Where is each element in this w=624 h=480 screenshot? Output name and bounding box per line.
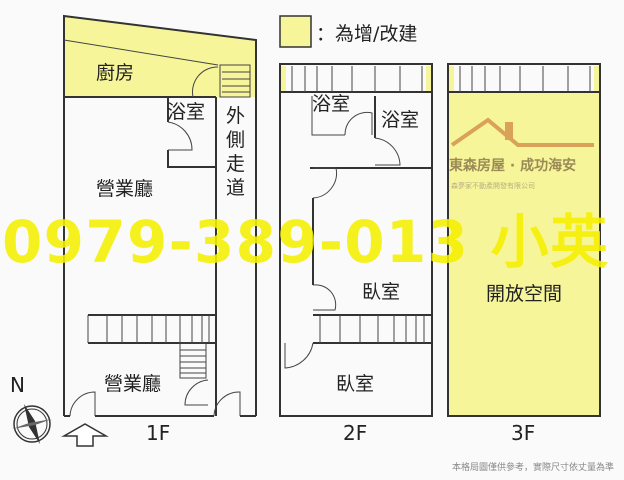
brand-text: 東森房屋 · 成功海安 <box>449 157 576 174</box>
room-bath-2f-2: 浴室 <box>381 109 419 131</box>
floor-label-3f: 3F <box>511 421 535 445</box>
room-kitchen: 廚房 <box>96 61 134 84</box>
company-text: 森夢家不動產開發有限公司 <box>451 181 535 190</box>
corridor-char: 側 <box>226 129 245 151</box>
legend-text: ：為增/改建 <box>316 23 417 45</box>
floor-label-1f: 1F <box>146 421 170 445</box>
room-bedroom-2f-2: 臥室 <box>336 373 374 395</box>
room-bath-1f: 浴室 <box>167 101 205 123</box>
entrance-arrow-icon <box>61 423 109 447</box>
stairs-1f-main <box>87 314 216 379</box>
door-1f-entrance <box>69 391 96 417</box>
stairs-2f <box>313 314 432 344</box>
room-shop: 營業廳 <box>104 373 161 395</box>
room-open-space: 開放空間 <box>486 283 562 305</box>
door-1f-corridor <box>213 391 241 417</box>
disclaimer: 本格局圖僅供參考，實際尺寸依丈量為準 <box>452 461 614 473</box>
door-2f <box>284 342 314 369</box>
floor-label-2f: 2F <box>343 421 367 445</box>
floor-3f: 東森房屋 · 成功海安 森夢家不動產開發有限公司 開放空間 3F <box>447 63 601 445</box>
corridor-char: 外 <box>226 105 245 127</box>
corridor-char: 道 <box>226 177 245 199</box>
floor-1f: 廚房 浴室 營業廳 外 側 走 道 營業廳 1F <box>63 14 257 445</box>
room-bedroom-2f-1: 臥室 <box>362 281 400 303</box>
phone-watermark: 0979-389-013 小英 <box>2 208 609 276</box>
compass-icon <box>12 404 52 444</box>
stairs-1f-top <box>219 64 251 98</box>
corridor-char: 走 <box>226 153 245 175</box>
kitchen-added-area <box>64 16 256 97</box>
floor-2f: 浴室 浴室 臥室 臥室 2F <box>279 63 433 445</box>
brand-logo: 東森房屋 · 成功海安 森夢家不動產開發有限公司 <box>449 117 594 190</box>
north-label: N <box>10 373 25 397</box>
legend-swatch <box>279 15 312 48</box>
room-hall-1f: 營業廳 <box>96 178 153 200</box>
room-bath-2f-1: 浴室 <box>312 93 350 115</box>
door-1f-inner <box>184 379 209 406</box>
